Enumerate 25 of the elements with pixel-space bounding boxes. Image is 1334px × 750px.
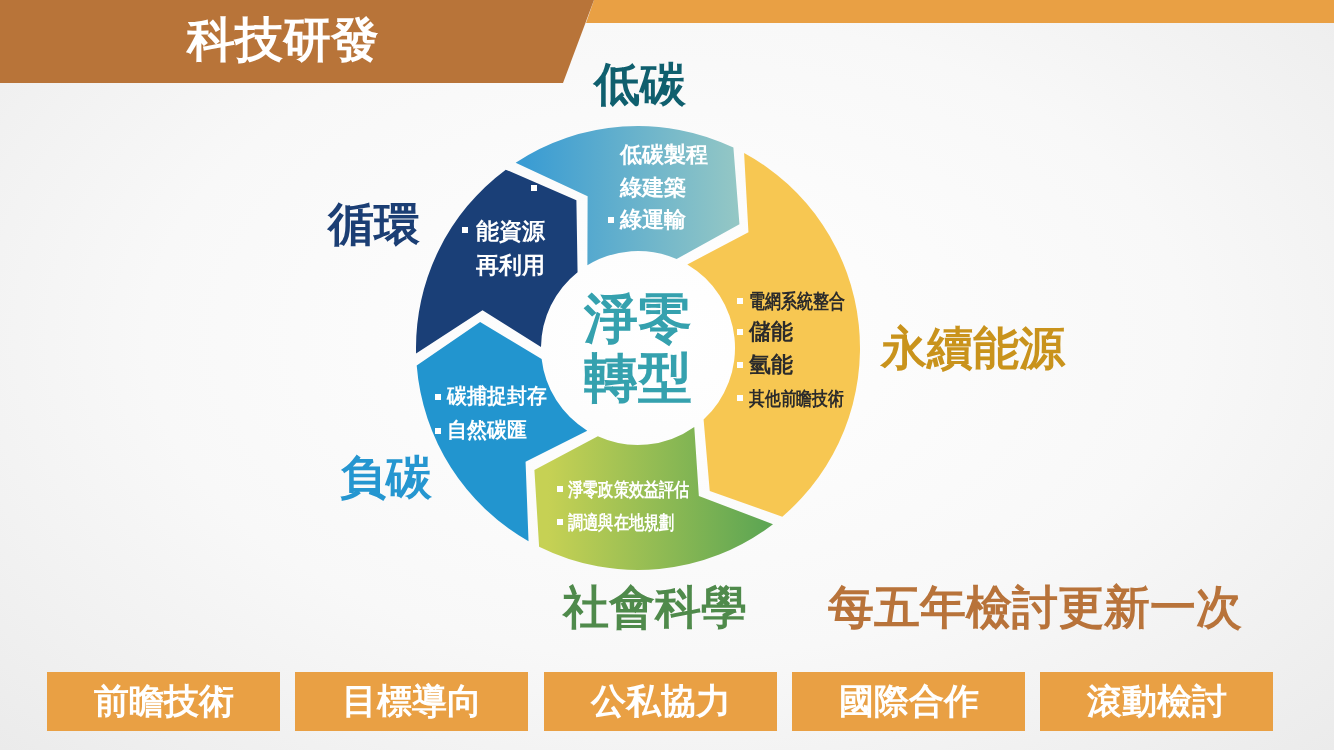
list-item: 其他前瞻技術 [749, 386, 844, 410]
list-item: 綠建築 [620, 174, 686, 202]
center-title: 淨零轉型 [582, 288, 694, 408]
list-item: 自然碳匯 [447, 418, 527, 444]
list-item: 調適與在地規劃 [568, 510, 675, 534]
list-item: 淨零政策效益評估 [568, 477, 690, 501]
keyword-box: 公私協力 [544, 672, 777, 731]
list-item: 綠運輸 [620, 206, 686, 234]
keyword-box: 國際合作 [792, 672, 1025, 731]
segment-heading: 社會科學 [563, 580, 747, 636]
keyword-box: 前瞻技術 [47, 672, 280, 731]
keyword-box: 目標導向 [295, 672, 528, 731]
list-item: 電網系統整合 [749, 289, 845, 313]
segment-heading: 永續能源 [881, 321, 1065, 377]
segment-heading: 低碳 [594, 57, 686, 113]
segment-heading: 循環 [328, 197, 420, 253]
list-item: 碳捕捉封存 [447, 384, 547, 410]
list-item: 氫能 [749, 351, 793, 379]
list-item: 低碳製程 [620, 141, 708, 169]
keyword-box: 滾動檢討 [1040, 672, 1273, 731]
list-item: 儲能 [749, 318, 793, 346]
segment-heading: 負碳 [340, 450, 432, 506]
header-title: 科技研發 [187, 11, 379, 69]
note-text: 每五年檢討更新一次 [828, 580, 1242, 636]
list-item: 能資源再利用 [476, 217, 546, 280]
